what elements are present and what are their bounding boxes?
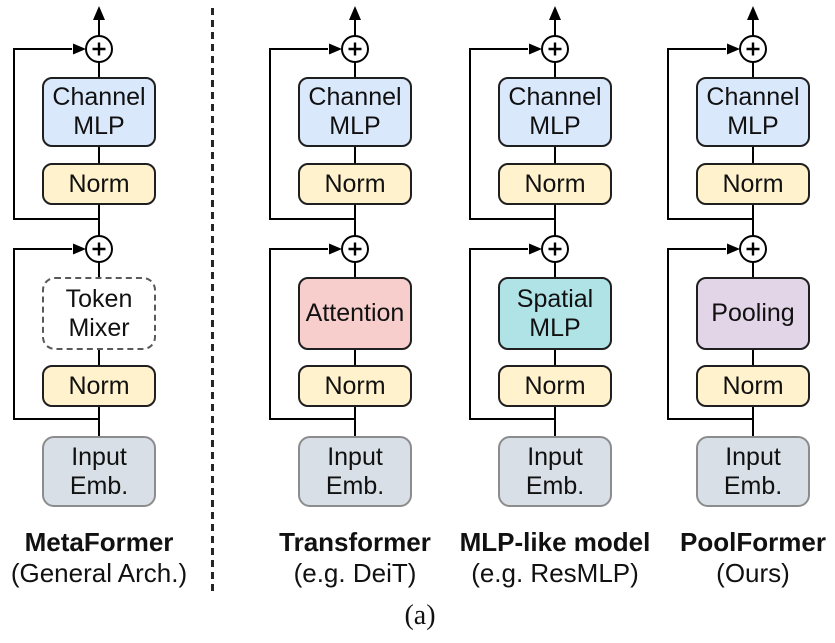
spatial-mlp-box: Spatial MLP <box>498 277 612 350</box>
norm-box-top: Norm <box>42 163 156 205</box>
column-transformer: Channel MLP Norm Attention Norm Input Em… <box>269 0 441 643</box>
norm-box-bottom: Norm <box>42 365 156 407</box>
attention-box: Attention <box>298 277 412 350</box>
norm-box-bottom: Norm <box>498 365 612 407</box>
column-subtitle: (e.g. DeiT) <box>293 558 417 588</box>
input-embedding-box: Input Emb. <box>42 436 156 507</box>
column-title: Transformer <box>279 527 431 557</box>
column-poolformer: Channel MLP Norm Pooling Norm Input Emb.… <box>667 0 835 643</box>
column-subtitle: (e.g. ResMLP) <box>471 558 639 588</box>
input-embedding-box: Input Emb. <box>298 436 412 507</box>
input-embedding-box: Input Emb. <box>498 436 612 507</box>
input-embedding-box: Input Emb. <box>696 436 810 507</box>
norm-box-bottom: Norm <box>696 365 810 407</box>
norm-box-top: Norm <box>498 163 612 205</box>
column-metaformer: Channel MLP Norm Token Mixer Norm Input … <box>11 0 187 643</box>
column-subtitle: (Ours) <box>716 558 790 588</box>
column-title: MLP-like model <box>459 527 651 557</box>
token-mixer-box: Token Mixer <box>42 277 156 350</box>
figure-caption: (a) <box>404 600 436 631</box>
channel-mlp-box: Channel MLP <box>696 77 810 147</box>
channel-mlp-box: Channel MLP <box>498 77 612 147</box>
section-divider-line <box>211 8 214 593</box>
channel-mlp-box: Channel MLP <box>42 77 156 147</box>
norm-box-top: Norm <box>298 163 412 205</box>
pooling-box: Pooling <box>696 277 810 350</box>
channel-mlp-box: Channel MLP <box>298 77 412 147</box>
column-mlp-like-model: Channel MLP Norm Spatial MLP Norm Input … <box>460 0 650 643</box>
column-title: PoolFormer <box>680 527 826 557</box>
column-title: MetaFormer <box>24 527 174 557</box>
norm-box-top: Norm <box>696 163 810 205</box>
norm-box-bottom: Norm <box>298 365 412 407</box>
column-subtitle: (General Arch.) <box>10 558 188 588</box>
